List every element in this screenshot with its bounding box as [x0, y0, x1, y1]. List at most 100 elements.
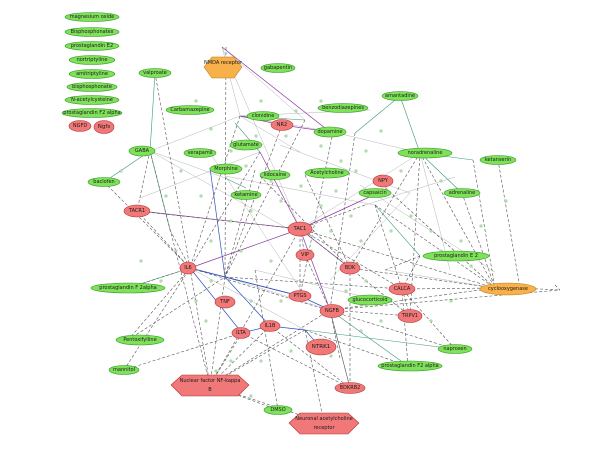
node-naproxen[interactable]: naproxen: [437, 344, 473, 354]
node-npy[interactable]: NPY: [372, 174, 394, 188]
node-prostaglandin-f2-alpha-legend[interactable]: prostaglandin F2 alpha: [61, 108, 123, 118]
node-label: PTGS: [293, 293, 306, 299]
node-valproate[interactable]: valproate: [138, 68, 172, 78]
node-gabapentin[interactable]: gabapentin: [260, 63, 296, 73]
node-trpv1[interactable]: TRPV1: [397, 309, 423, 323]
node-bisphosphonates[interactable]: Bisphosphonates: [64, 27, 120, 37]
node-amantadine[interactable]: amantadine: [381, 91, 419, 101]
node-tnf[interactable]: TNF: [214, 295, 236, 309]
node-capsaicin[interactable]: capsaicin: [358, 188, 392, 198]
node-label: TRPV1: [401, 313, 418, 319]
node-acetylcholine[interactable]: Acetylcholine: [304, 167, 350, 179]
node-label: NR2: [277, 122, 287, 128]
edge-layer: [103, 46, 561, 424]
node-carbamazepine[interactable]: Carbamazepine: [165, 105, 215, 115]
node-label: N-acetylcysteine: [71, 97, 113, 103]
node-nmda-receptor[interactable]: NMDA receptor: [203, 56, 243, 79]
node-neuronal-acetylcholine-receptor[interactable]: Neuronal acetylcholine receptor: [288, 412, 360, 435]
node-label: capsaicin: [363, 190, 386, 196]
node-bdk[interactable]: BDK: [339, 261, 361, 275]
node-label: mannitol: [113, 367, 135, 373]
node-label: B: [208, 387, 212, 393]
node-bisphosphonate[interactable]: bisphosphonate: [66, 82, 118, 92]
node-label: glucocorticoid: [352, 297, 387, 303]
node-ketanserin[interactable]: ketanserin: [479, 155, 517, 165]
node-label: amantadine: [385, 93, 415, 99]
node-n-acetylcysteine[interactable]: N-acetylcysteine: [64, 95, 120, 105]
node-bdkrb2[interactable]: BDKRB2: [334, 382, 366, 394]
node-prostaglandin-f2-alpha[interactable]: prostaglandin F2 alpha: [377, 360, 443, 372]
node-label: prostaglandin F 2alpha: [99, 285, 156, 291]
node-prostaglandin-e2-legend[interactable]: prostaglandin E2: [64, 41, 120, 51]
node-adrenaline[interactable]: adrenaline: [443, 188, 481, 198]
node-dopamine[interactable]: dopamine: [313, 126, 347, 138]
node-benzodiazepines[interactable]: benzodiazepines: [317, 103, 369, 113]
node-label: DMSO: [270, 407, 285, 413]
node-noradrenaline[interactable]: noradrenaline: [397, 147, 453, 159]
node-il6[interactable]: IL6: [179, 261, 197, 275]
node-gaba[interactable]: GABA: [128, 145, 156, 157]
node-clonidine[interactable]: clonidine: [246, 111, 280, 121]
node-label: prostaglandin E 2: [434, 253, 478, 259]
node-glucocorticoid[interactable]: glucocorticoid: [347, 294, 393, 306]
node-label: IL1B: [265, 323, 276, 329]
node-label: magnesium oxide: [70, 14, 114, 20]
node-ptgs[interactable]: PTGS: [288, 290, 312, 302]
node-prostaglandin-e2[interactable]: prostaglandin E 2: [422, 250, 490, 262]
node-magnesium-oxide[interactable]: magnesium oxide: [64, 12, 120, 22]
node-baclofen[interactable]: baclofen: [87, 177, 121, 187]
node-label: Ngfs: [98, 124, 111, 130]
node-ngfs[interactable]: Ngfs: [93, 120, 115, 134]
node-label: cyclooxygenase: [488, 286, 528, 292]
node-label: noradrenaline: [408, 150, 443, 156]
node-label: prostaglandin F2 alpha: [63, 110, 120, 116]
node-lidocaine[interactable]: lidocaine: [259, 170, 291, 180]
node-nortriptyline[interactable]: nortriptyline: [68, 55, 116, 65]
node-ntrk1[interactable]: NTRK1: [305, 338, 337, 356]
node-label: Bisphosphonates: [71, 29, 114, 35]
node-label: Morphine: [214, 166, 237, 172]
node-ngfd[interactable]: NGFD: [68, 120, 92, 132]
node-ilta[interactable]: ILTA: [231, 327, 251, 339]
node-label: bisphosphonate: [72, 84, 112, 90]
node-il1b[interactable]: IL1B: [259, 320, 281, 332]
node-label: NGFD: [73, 123, 87, 129]
node-calca[interactable]: CALCA: [388, 282, 416, 296]
node-amitriptyline[interactable]: amitriptyline: [68, 69, 116, 79]
node-dmso[interactable]: DMSO: [263, 405, 293, 415]
node-label: verapamil: [187, 150, 212, 156]
node-nr2[interactable]: NR2: [270, 119, 294, 131]
node-label: TACR1: [128, 208, 145, 214]
node-cyclooxygenase[interactable]: cyclooxygenase: [479, 282, 537, 296]
node-label: BDK: [345, 265, 356, 271]
node-label: ketamine: [234, 192, 257, 198]
node-label: prostaglandin F2 alpha: [381, 363, 438, 369]
node-label: NMDA receptor: [204, 60, 243, 66]
node-label: lidocaine: [264, 172, 286, 178]
node-label: valproate: [143, 70, 167, 76]
node-label: IL6: [184, 265, 191, 271]
node-verapamil[interactable]: verapamil: [183, 148, 217, 158]
node-prostaglandin-f-2alpha[interactable]: prostaglandin F 2alpha: [90, 282, 166, 294]
node-label: naproxen: [443, 346, 466, 352]
node-label: dopamine: [318, 129, 343, 135]
node-vip[interactable]: VIP: [295, 249, 315, 261]
node-tacr1[interactable]: TACR1: [123, 204, 151, 218]
node-mannitol[interactable]: mannitol: [108, 365, 140, 375]
node-label: baclofen: [93, 179, 114, 185]
node-label: NPY: [378, 178, 389, 184]
node-glutamate[interactable]: glutamate: [229, 139, 263, 151]
node-ketamine[interactable]: ketamine: [230, 190, 262, 200]
node-label: BDKRB2: [340, 385, 361, 391]
node-label: Carbamazepine: [170, 107, 209, 113]
node-label: TNF: [219, 299, 230, 305]
node-ngfb[interactable]: NGFB: [319, 304, 345, 318]
node-label: adrenaline: [449, 190, 476, 196]
node-tac1[interactable]: TAC1: [287, 221, 313, 237]
node-morphine[interactable]: Morphine: [209, 163, 243, 175]
node-label: TAC1: [293, 226, 307, 232]
node-label: NTRK1: [312, 344, 330, 350]
node-pentoxifylline[interactable]: Pentoxifylline: [115, 334, 165, 346]
node-label: glutamate: [233, 142, 259, 148]
node-nfkb-complex[interactable]: Nuclear factor NF-kappa B: [170, 374, 250, 397]
